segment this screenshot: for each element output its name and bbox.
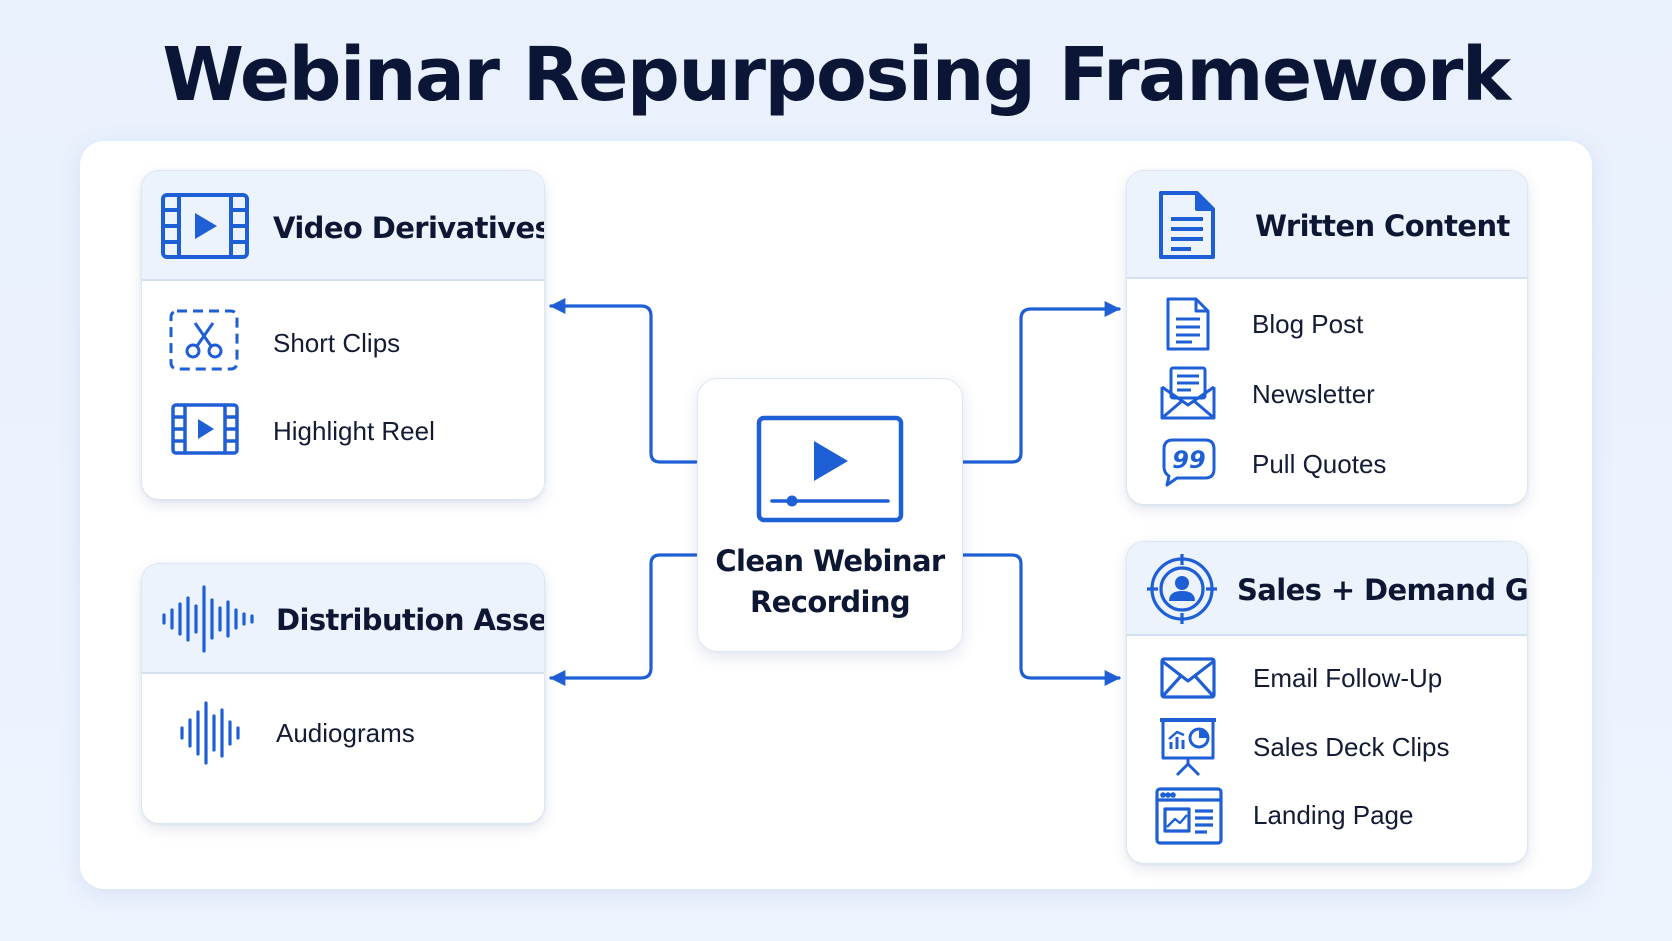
- svg-text:99: 99: [1172, 446, 1205, 474]
- sales-demand-gen-title: Sales + Demand Gen: [1237, 573, 1528, 607]
- video-derivatives-item: Highlight Reel: [273, 416, 435, 446]
- video-derivatives-item: Short Clips: [273, 328, 401, 358]
- center-source-card: Clean Webinar Recording: [697, 378, 963, 652]
- written-content-item: Pull Quotes: [1252, 449, 1387, 479]
- center-title-line: Recording: [749, 585, 911, 619]
- sales-demand-gen-item: Landing Page: [1253, 800, 1414, 830]
- document-icon: [1157, 189, 1217, 261]
- sales-demand-gen-card: Sales + Demand Gen Email Follow-Up Sales…: [1126, 541, 1528, 864]
- center-title: Clean Webinar Recording: [698, 541, 962, 623]
- target-user-icon: [1146, 553, 1218, 625]
- envelope-icon: [1159, 656, 1217, 700]
- sales-demand-gen-item: Sales Deck Clips: [1253, 732, 1450, 762]
- envelope-open-icon: [1159, 365, 1217, 421]
- written-content-header: [1127, 171, 1527, 279]
- distribution-assets-card: Distribution Assets Audiograms: [141, 563, 545, 824]
- video-derivatives-card: Video Derivatives Short Clips Highlight …: [141, 170, 545, 500]
- video-derivatives-title: Video Derivatives: [273, 211, 545, 245]
- film-strip-icon: [171, 403, 239, 455]
- written-content-item: Blog Post: [1252, 309, 1364, 339]
- sales-demand-gen-header: [1127, 542, 1527, 636]
- video-player-icon: [756, 415, 904, 523]
- page-title: Webinar Repurposing Framework: [162, 32, 1511, 118]
- sales-demand-gen-item: Email Follow-Up: [1253, 663, 1443, 693]
- written-content-card: Written Content Blog Post Newsletter 99 …: [1126, 170, 1528, 505]
- distribution-assets-header: [142, 564, 544, 674]
- scissors-icon: [169, 309, 239, 371]
- written-content-item: Newsletter: [1252, 379, 1375, 409]
- document-icon: [1165, 296, 1211, 352]
- quote-bubble-icon: 99: [1161, 437, 1217, 487]
- distribution-assets-item: Audiograms: [276, 718, 415, 748]
- written-content-title: Written Content: [1255, 209, 1510, 243]
- webpage-icon: [1155, 787, 1223, 845]
- sound-wave-icon: [179, 700, 243, 766]
- video-derivatives-header: [142, 171, 544, 281]
- presentation-icon: [1157, 716, 1219, 778]
- center-title-line: Clean Webinar: [715, 544, 945, 578]
- sound-wave-icon: [161, 584, 257, 654]
- film-strip-icon: [161, 193, 249, 259]
- distribution-assets-title: Distribution Assets: [276, 603, 544, 637]
